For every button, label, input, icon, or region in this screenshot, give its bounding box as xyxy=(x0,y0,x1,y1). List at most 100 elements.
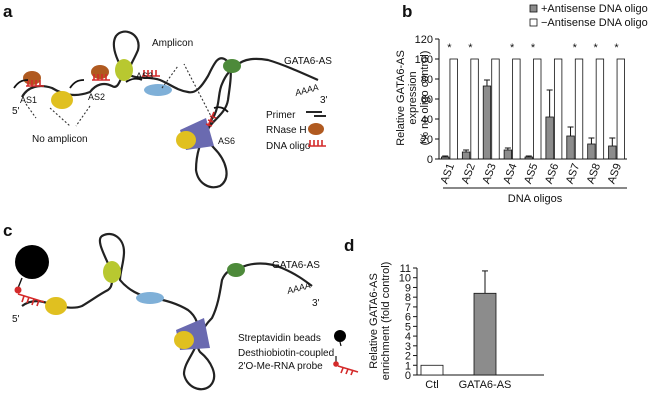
rna-probe-icon xyxy=(337,365,359,376)
site-label: AS1 xyxy=(20,95,37,105)
amplicon-arrows xyxy=(25,63,215,127)
panel-c: c 5' GATA6-AS AAAA 3' Streptavidin beads… xyxy=(3,221,359,391)
bar-without-oligo xyxy=(491,58,500,160)
y-axis-label: Relative GATA6-ASenrichment (fold contro… xyxy=(368,262,392,381)
bar-with-oligo xyxy=(524,156,533,160)
bar-without-oligo xyxy=(470,58,479,160)
y-tick-label: 3 xyxy=(405,341,411,353)
y-axis-label-line: enrichment (fold control) xyxy=(380,262,392,381)
x-tick-label: AS2 xyxy=(459,162,477,186)
x-tick-label: AS7 xyxy=(564,162,582,186)
y-tick-label: 100 xyxy=(415,54,433,66)
bar-without-oligo xyxy=(595,58,605,160)
legend-oligo-label: DNA oligo xyxy=(266,141,311,152)
primer-arrow-icon xyxy=(69,79,85,89)
gene-label-c: GATA6-AS xyxy=(272,260,320,271)
three-prime-label-a: 3' xyxy=(320,95,328,106)
rna-tail-a xyxy=(235,57,319,82)
significance-star: * xyxy=(468,42,473,54)
y-axis-label-line: Relative GATA6-AS xyxy=(395,50,407,146)
y-tick-label: 0 xyxy=(405,370,411,382)
y-tick-label: 10 xyxy=(399,273,411,285)
streptavidin-bead-icon xyxy=(15,245,49,279)
bar-with-oligo xyxy=(545,116,554,160)
y-tick-label: 40 xyxy=(421,114,433,126)
x-tick-label: Ctl xyxy=(425,379,438,391)
legend-swatch-without-oligo xyxy=(529,18,538,27)
polya-label-a: AAAA xyxy=(293,82,320,98)
bar-without-oligo xyxy=(449,58,458,160)
x-axis-label: DNA oligos xyxy=(508,193,563,205)
x-tick-label: AS8 xyxy=(585,162,603,186)
dna-oligo-icon xyxy=(92,74,110,81)
gene-label-a: GATA6-AS xyxy=(284,56,332,67)
three-prime-label-c: 3' xyxy=(312,298,320,309)
y-axis-label: Relative GATA6-ASexpression(% no oligo c… xyxy=(395,50,431,146)
y-tick-label: 1 xyxy=(405,360,411,372)
rnase-h-icon xyxy=(91,65,109,79)
five-prime-label: 5' xyxy=(12,106,20,117)
bar xyxy=(473,292,497,376)
x-tick-label: AS1 xyxy=(439,162,457,186)
y-tick-label: 80 xyxy=(421,74,433,86)
legend-primer-label: Primer xyxy=(266,110,296,121)
panel-c-letter: c xyxy=(3,221,12,240)
protein-lime-1 xyxy=(103,261,121,283)
legend-probe-label-2: 2'O-Me-RNA probe xyxy=(238,361,323,372)
protein-lime-1 xyxy=(115,59,133,81)
y-tick-label: 60 xyxy=(421,94,433,106)
protein-blue-1 xyxy=(144,84,172,96)
primer-arrow-icon xyxy=(213,106,229,113)
polya-label-c: AAAA xyxy=(285,280,312,296)
desthiobiotin-icon xyxy=(333,361,339,367)
dna-oligo-icon xyxy=(205,111,217,127)
significance-star: * xyxy=(594,42,599,54)
bar-with-oligo xyxy=(587,143,596,160)
y-tick-label: 0 xyxy=(427,154,433,166)
y-tick-label: 6 xyxy=(405,312,411,324)
legend-beads-label: Streptavidin beads xyxy=(238,333,321,344)
x-tick-label: AS6 xyxy=(543,162,561,186)
significance-star: * xyxy=(573,42,578,54)
bar-without-oligo xyxy=(512,58,521,160)
y-tick-label: 120 xyxy=(415,34,433,46)
bar-with-oligo xyxy=(441,156,450,160)
bar-without-oligo xyxy=(616,58,625,160)
five-prime-label-c: 5' xyxy=(12,314,20,325)
bead-linker xyxy=(17,277,23,289)
y-axis-label-line: Relative GATA6-AS xyxy=(368,273,380,369)
dna-oligo-icon xyxy=(26,80,44,87)
primer-arrow-icon xyxy=(125,77,143,83)
significance-star: * xyxy=(447,42,452,54)
site-label: AS2 xyxy=(88,92,105,102)
panel-a-letter: a xyxy=(3,2,13,21)
legend-label-without-oligo: −Antisense DNA oligo xyxy=(541,17,648,29)
dna-oligo-icon xyxy=(142,70,160,77)
streptavidin-bead-icon xyxy=(334,330,346,342)
x-tick-label: GATA6-AS xyxy=(459,379,512,391)
rna-strand-a xyxy=(21,30,237,189)
panel-d-letter: d xyxy=(344,236,354,255)
site-label: AS3 xyxy=(136,71,153,81)
bar-with-oligo xyxy=(482,85,492,160)
significance-star: * xyxy=(531,42,536,54)
no-amplicon-label: No amplicon xyxy=(32,134,88,145)
protein-yellow-1 xyxy=(45,297,67,315)
significance-star: * xyxy=(614,42,619,54)
y-tick-label: 2 xyxy=(405,351,411,363)
legend-swatch-with-oligo xyxy=(529,4,538,13)
x-tick-label: AS9 xyxy=(606,162,624,186)
y-tick-label: 11 xyxy=(400,263,411,275)
y-tick-label: 8 xyxy=(405,292,411,304)
bead-linker xyxy=(339,341,342,347)
bar-with-oligo xyxy=(608,145,617,160)
bar-without-oligo xyxy=(553,58,563,160)
bar-without-oligo xyxy=(533,58,542,160)
bar-with-oligo xyxy=(461,151,471,160)
site-label: AS6 xyxy=(218,136,235,146)
y-tick-label: 7 xyxy=(405,302,411,314)
